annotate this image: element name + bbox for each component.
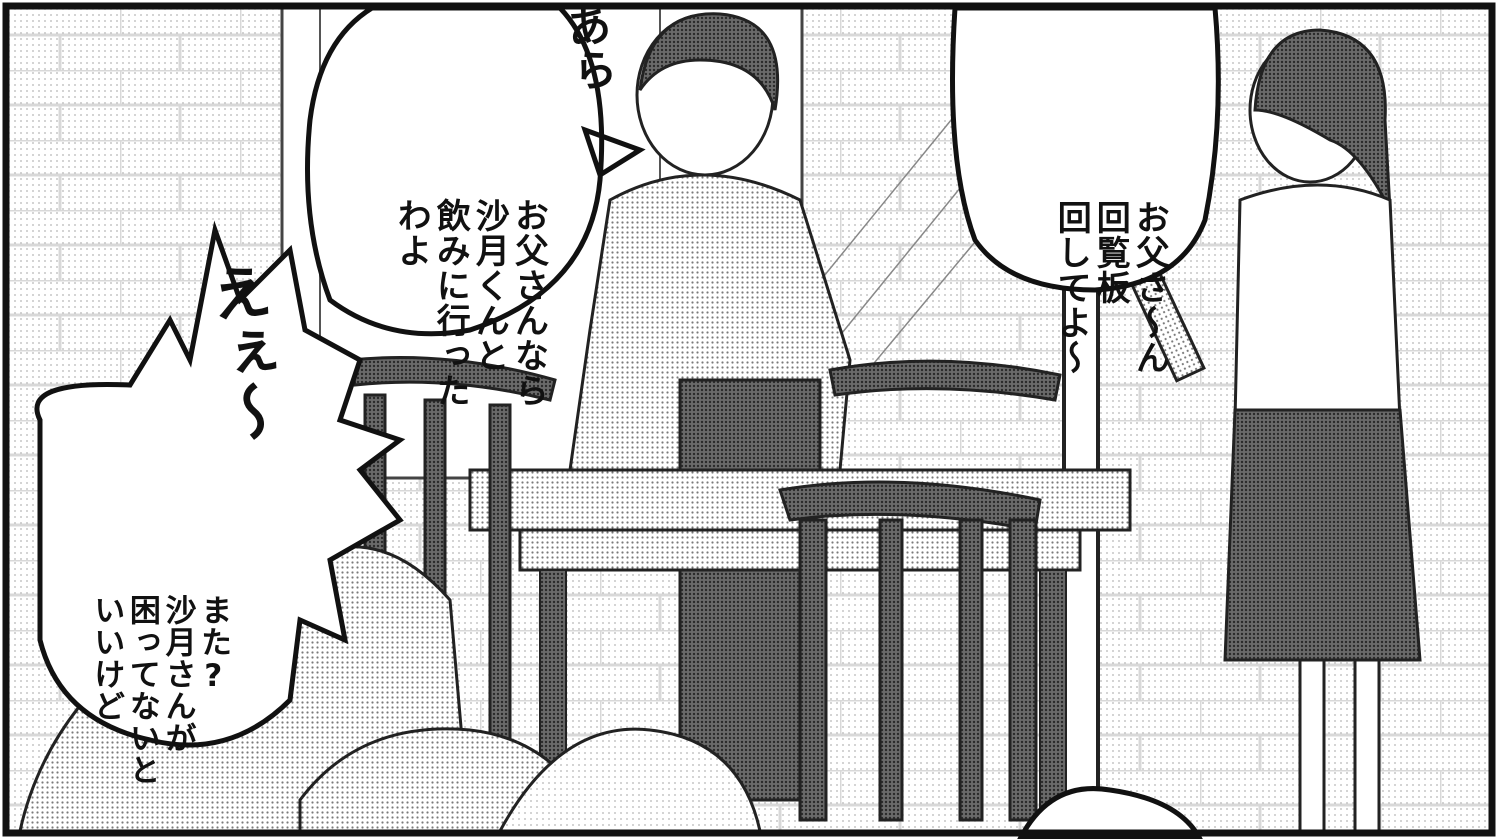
speech-bubble-mother: お父さんなら 沙月くんと 飲みに行った わよ — [352, 34, 587, 408]
sound-effect-ara: あら — [556, 0, 619, 96]
girl-line-2: 回覧板 — [1090, 200, 1131, 305]
girl-line-1: お父さ〜ん — [1129, 200, 1170, 375]
bottom-right-bubble-edge — [1017, 786, 1203, 839]
girl-line-3: 回してよ〜 — [1051, 200, 1092, 375]
speech-bubble-foreground-shape — [34, 220, 406, 748]
foreground-line-1: また? — [195, 594, 232, 695]
speech-bubble-foreground: また? 沙月さんが 困ってないと いいけど — [52, 446, 266, 786]
girl-figure — [1124, 28, 1422, 833]
speech-bubble-girl: お父さ〜ん 回覧板 回してよ〜 — [1012, 36, 1207, 375]
foreground-line-3: 困ってないと — [123, 594, 160, 786]
mother-figure — [568, 12, 852, 802]
mother-line-2: 沙月くんと — [469, 198, 510, 373]
sound-effect-ee: えぇ〜 — [197, 258, 287, 446]
foreground-line-4: いいけど — [88, 594, 125, 722]
speech-bubble-girl-shape — [950, 5, 1221, 293]
mother-line-3: 飲みに行った — [430, 198, 471, 408]
mother-line-4: わよ — [391, 198, 432, 268]
mother-line-1: お父さんなら — [508, 198, 549, 408]
chair-right — [778, 359, 1062, 822]
foreground-line-2: 沙月さんが — [159, 594, 196, 754]
speech-bubble-mother-shape — [305, 5, 646, 337]
